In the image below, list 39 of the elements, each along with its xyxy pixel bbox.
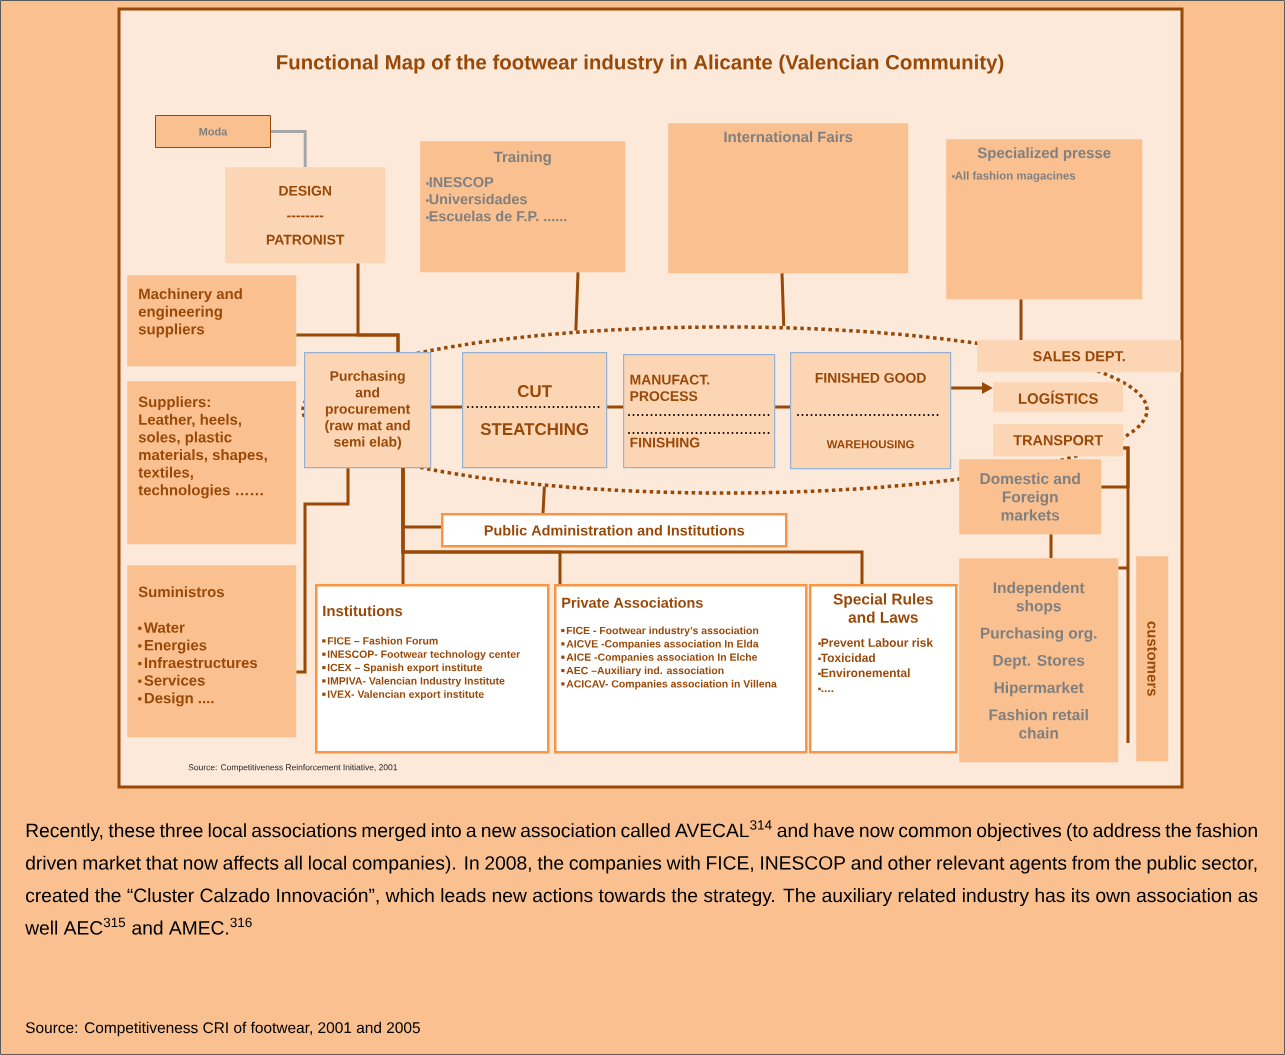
vertical-label-box: customers (1136, 556, 1169, 762)
connector (780, 273, 786, 327)
connector (296, 333, 400, 352)
connector (775, 405, 790, 409)
process-box: FINISHED GOOD WAREHOUSING (790, 352, 952, 470)
text-box: Training INESCOP Universidades Escuelas de F.P. ...... (420, 141, 626, 273)
connector (541, 486, 546, 514)
label-box: Moda (155, 115, 271, 148)
connector (1019, 299, 1023, 340)
info-box: Public Administration and Institutions (441, 513, 788, 548)
connector (607, 405, 623, 409)
text-box: LOGÍSTICS (993, 382, 1124, 413)
process-box: Purchasing and procurement (raw mat and semi elab) (304, 352, 432, 469)
text-box: Independent shops Purchasing org. Dept. Stores Hipermarket Fashion retail chain (959, 558, 1119, 763)
process-box: MANUFACT. PROCESS FINISHING (623, 354, 776, 469)
connector (574, 272, 580, 331)
connector (1116, 446, 1130, 745)
text-box: Suministros Water Energies Infraestructures Services Design .... (127, 565, 297, 738)
source-note: Source: Competitiveness Reinforcement Initiative, 2001 (188, 764, 398, 772)
connector (296, 468, 350, 674)
connector (271, 130, 307, 167)
info-box: Institutions FICE – Fashion Forum INESCOP- Footwear technology center ICEX – Spanish export institute IMPIVA- Valencian Industry Institute IVEX- Valencian export institute (315, 584, 550, 754)
paragraph: Recently, these three local associations merged into a new association called AVECAL$^{314}$ and have now common objectives (to address the fashion driven market that now affects all local companies). In 2008, the companies with FICE, INESCOP and other relevant agents from the public sector, created the “Cluster Calzado Innovación”, which leads new actions towards the strategy. The auxiliary related industry has its own association as well AEC$^{315}$ and AMEC.$^{316}$ (25, 820, 1258, 935)
text-box: Specialized presse All fashion magacines (946, 139, 1143, 300)
connector (431, 405, 462, 409)
connector (1049, 534, 1053, 558)
info-box: Private Associations FICE - Footwear industry’s association AICVE -Companies association In Elda AICE -Companies association In Elche AEC –Auxiliary ind. association ACICAV- Companies association in Villena (554, 584, 808, 754)
text-box: Suppliers: Leather, heels, soles, plastic materials, shapes, textiles, technologies …… (127, 381, 297, 545)
info-box: Special Rules and Laws Prevent Labour risk Toxicidad Environemental .... (809, 584, 958, 754)
text-box: DESIGN -------- PATRONIST (225, 167, 386, 264)
process-box: CUT STEATCHING (462, 352, 608, 469)
title: Functional Map of the footwear industry in Alicante (Valencian Community) (277, 54, 1004, 74)
text-box: Domestic and Foreign markets (959, 459, 1102, 535)
connector (401, 468, 864, 584)
text-box: Machinery and engineering suppliers (127, 275, 297, 367)
text-box: SALES DEPT. (977, 340, 1182, 373)
text-box: TRANSPORT (993, 424, 1124, 457)
text-box: International Fairs (668, 123, 909, 274)
source-note: Source: Competitiveness CRI of footwear, 2001 and 2005 (25, 1021, 420, 1037)
